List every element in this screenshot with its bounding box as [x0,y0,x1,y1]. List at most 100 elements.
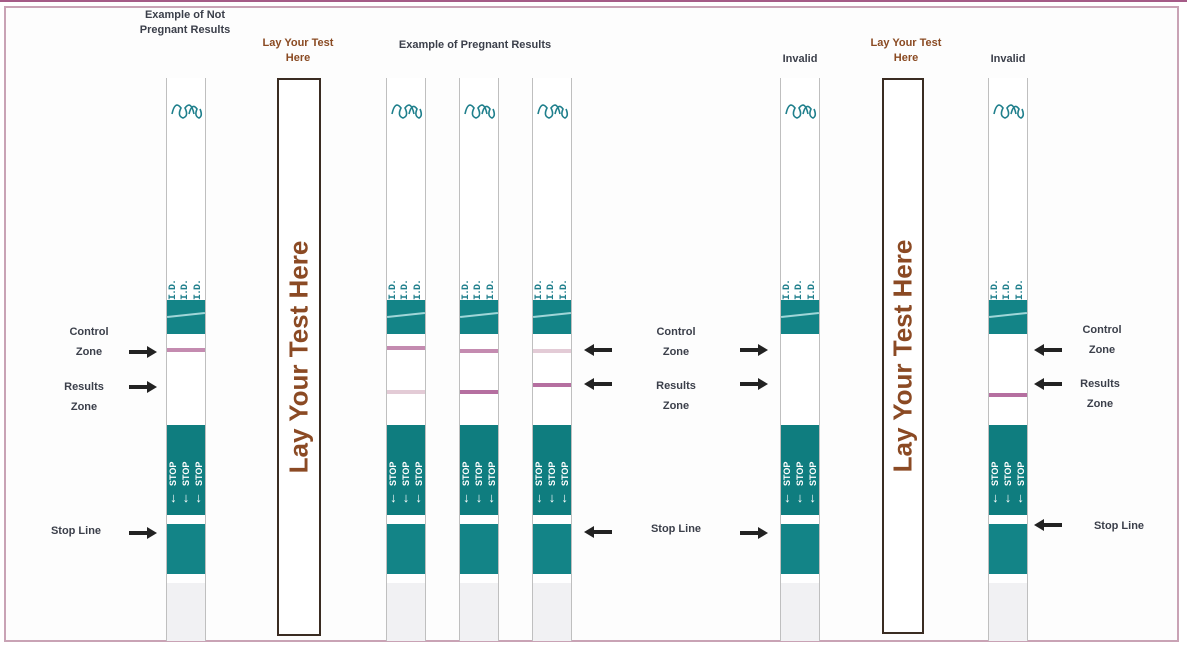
arrow-right-icon [740,344,768,356]
id-band [460,300,498,334]
arrow-right-icon [740,527,768,539]
brand-logo-icon [391,104,423,119]
stop-line-label-middle: Stop Line [650,523,702,535]
id-marks: I.D.I.D.I.D. [460,279,498,300]
result-line [533,383,571,387]
stop-line [167,518,205,524]
top-border-line [0,0,1187,2]
arrow-down-icon: ↓ [182,490,190,505]
bottom-band [167,524,205,574]
result-line [387,390,425,394]
down-arrows: ↓ ↓ ↓ [781,490,819,506]
control-line [460,349,498,353]
header-not-pregnant: Example of Not Pregnant Results [139,9,231,36]
header-invalid-right: Invalid [990,53,1026,65]
arrow-down-icon: ↓ [488,490,495,505]
strip-handle [989,583,1027,641]
stop-band [989,425,1027,515]
arrow-down-icon: ↓ [390,490,397,505]
strip-handle [460,583,498,641]
arrow-down-icon: ↓ [475,490,483,505]
id-band [167,300,205,334]
arrow-right-icon [129,346,157,358]
id-marks: I.D.I.D.I.D. [387,279,425,300]
down-arrows: ↓ ↓ ↓ [460,490,498,506]
arrow-right-icon [129,381,157,393]
arrow-down-icon: ↓ [402,490,410,505]
arrow-left-icon [584,344,612,356]
result-line [989,393,1027,397]
arrow-down-icon: ↓ [548,490,556,505]
arrow-down-icon: ↓ [170,490,177,505]
header-pregnant: Example of Pregnant Results [398,39,552,51]
strip-handle [387,583,425,641]
stop-line [533,518,571,524]
strip-handle [167,583,205,641]
id-band [989,300,1027,334]
id-band [387,300,425,334]
arrow-left-icon [1034,344,1062,356]
stop-line-label-right: Stop Line [1093,520,1145,532]
strip-handle [533,583,571,641]
stop-band [781,425,819,515]
header-lay-right: Lay Your Test Here [870,37,942,64]
strip-handle [781,583,819,641]
lay-test-area-left: Lay Your Test Here [277,78,321,636]
arrow-down-icon: ↓ [463,490,470,505]
arrow-down-icon: ↓ [992,490,999,505]
arrow-right-icon [740,378,768,390]
lay-test-area-text: Lay Your Test Here [887,239,918,473]
stop-band [167,425,205,515]
arrow-down-icon: ↓ [415,490,422,505]
down-arrows: ↓↓↓ [533,490,571,506]
stop-line [989,518,1027,524]
bottom-band [533,524,571,574]
arrow-down-icon: ↓ [809,490,816,505]
stop-band [460,425,498,515]
arrow-left-icon [584,378,612,390]
brand-logo-icon [171,104,203,119]
result-line [460,390,498,394]
bottom-band [460,524,498,574]
header-invalid-left: Invalid [782,53,818,65]
arrow-down-icon: ↓ [796,490,804,505]
arrow-right-icon [129,527,157,539]
id-marks: I.D.I.D.I.D. [989,279,1027,300]
stop-band [387,425,425,515]
arrow-left-icon [584,526,612,538]
arrow-down-icon: ↓ [784,490,791,505]
bottom-band [989,524,1027,574]
control-line [167,348,205,352]
bottom-band [387,524,425,574]
stop-line-label-left: Stop Line [50,525,102,537]
brand-logo-icon [464,104,496,119]
bottom-band [781,524,819,574]
control-line [533,349,571,353]
arrow-left-icon [1034,519,1062,531]
lay-test-area-right: Lay Your Test Here [882,78,924,634]
header-lay-left: Lay Your Test Here [262,37,334,64]
id-band [533,300,571,334]
id-band [781,300,819,334]
down-arrows: ↓ ↓ ↓ [387,490,425,506]
stop-line [460,518,498,524]
down-arrows: ↓ ↓ ↓ [167,490,205,506]
arrow-down-icon: ↓ [195,490,202,505]
id-marks: I.D.I.D.I.D. [533,279,571,300]
